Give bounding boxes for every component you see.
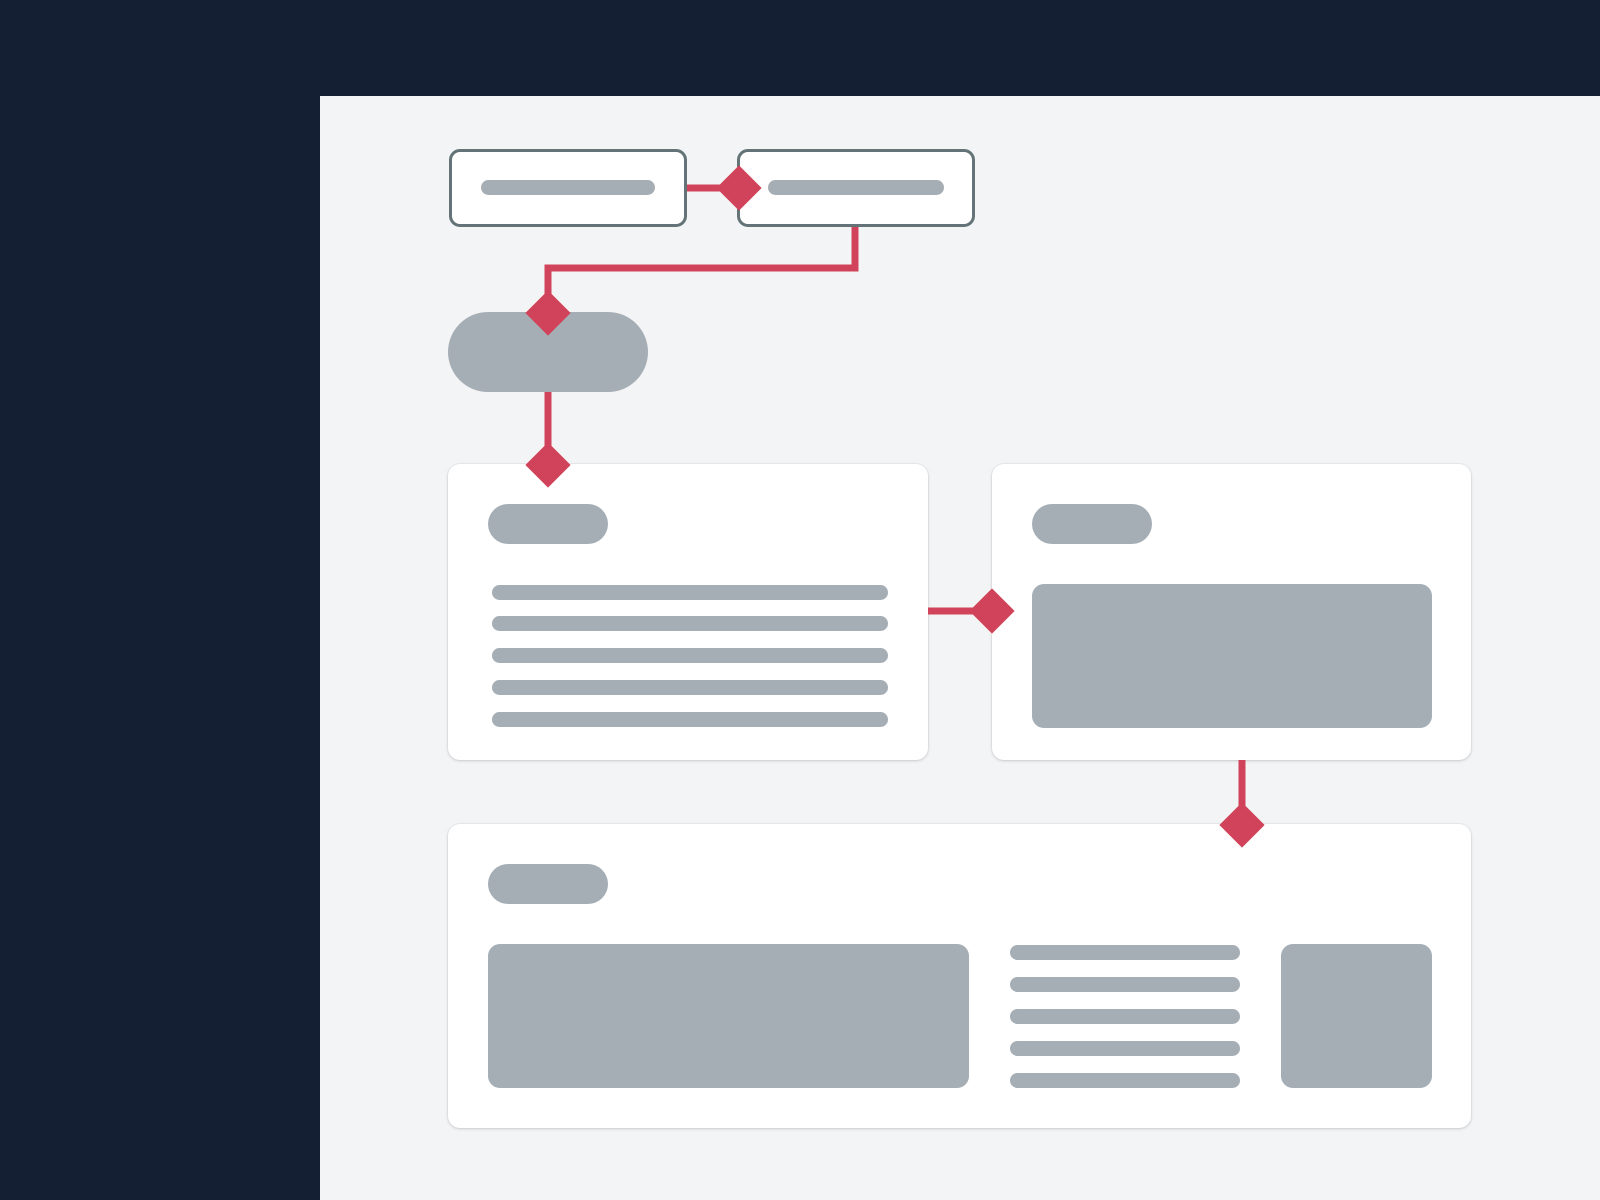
- list-line: [1010, 977, 1240, 992]
- pill-node[interactable]: [448, 312, 648, 392]
- card-wide-title-placeholder: [488, 864, 608, 904]
- list-line: [1010, 1009, 1240, 1024]
- list-line: [1010, 945, 1240, 960]
- list-line: [492, 616, 888, 631]
- card-wide-image-placeholder: [488, 944, 969, 1088]
- card-list-title-placeholder: [488, 504, 608, 544]
- list-line: [1010, 1073, 1240, 1088]
- top-node-1-label-placeholder: [481, 180, 655, 195]
- card-media-title-placeholder: [1032, 504, 1152, 544]
- card-wide-thumb-placeholder: [1281, 944, 1432, 1088]
- top-node-2-label-placeholder: [768, 180, 944, 195]
- list-line: [492, 585, 888, 600]
- list-line: [492, 680, 888, 695]
- card-media-image-placeholder: [1032, 584, 1432, 728]
- list-line: [492, 712, 888, 727]
- list-line: [1010, 1041, 1240, 1056]
- list-line: [492, 648, 888, 663]
